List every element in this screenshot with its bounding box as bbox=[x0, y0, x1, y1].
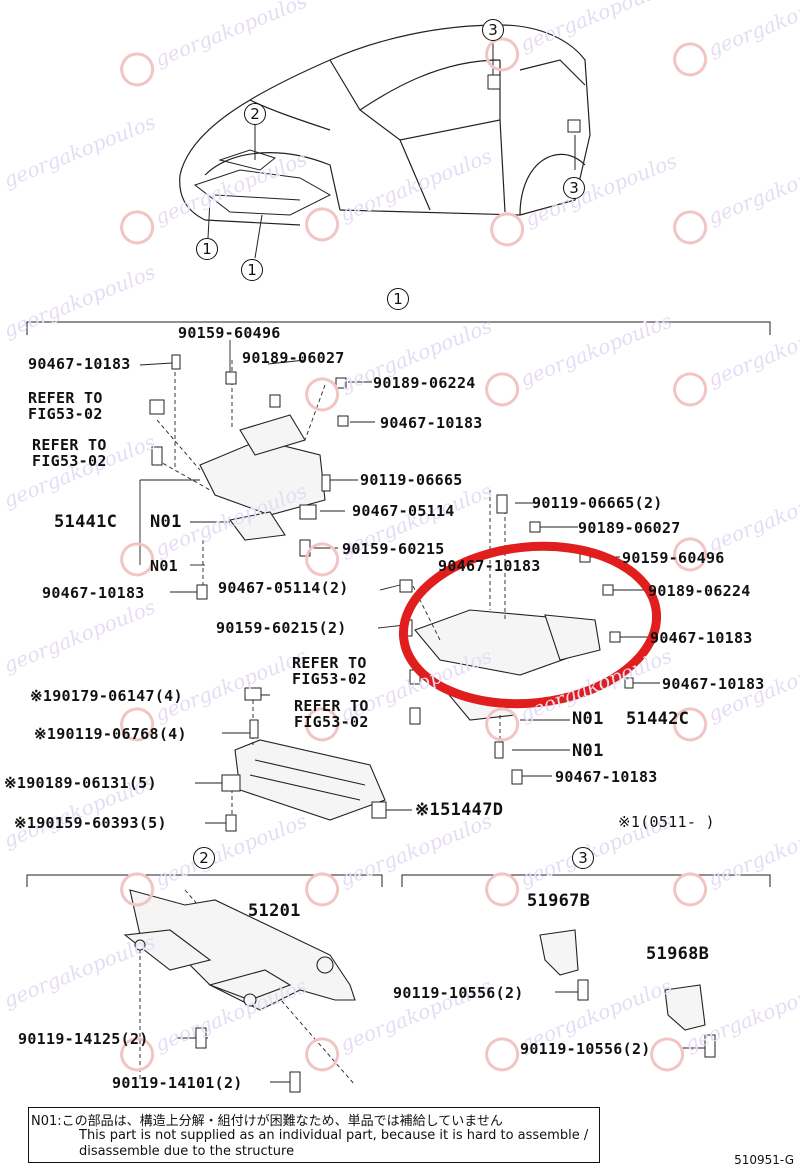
part-label: 90159-60215 bbox=[342, 540, 445, 558]
part-label: 90119-06665 bbox=[360, 471, 463, 489]
refer-label: FIG53-02 bbox=[294, 713, 369, 731]
part-label: N01 bbox=[150, 512, 182, 532]
part-label: 90189-06027 bbox=[242, 349, 345, 367]
callout-3: 3 bbox=[572, 847, 594, 869]
part-label: 90467-10183 bbox=[28, 355, 131, 373]
figure-reference: 510951-G bbox=[734, 1153, 794, 1167]
part-label: ※190159-60393(5) bbox=[14, 814, 167, 832]
front-undercover-rh bbox=[414, 609, 601, 721]
callout-3: 3 bbox=[563, 177, 585, 199]
callout-1: 1 bbox=[196, 238, 218, 260]
brackets bbox=[539, 929, 706, 1031]
note-english-line2: disassemble due to the structure bbox=[79, 1144, 295, 1159]
part-label: ※151447D bbox=[415, 800, 504, 820]
part-label: 90189-06027 bbox=[578, 519, 681, 537]
solid-leaders bbox=[139, 340, 705, 1083]
part-label: 90159-60496 bbox=[178, 324, 281, 342]
part-label: 90467-10183 bbox=[380, 414, 483, 432]
part-label: 90467-10183 bbox=[42, 584, 145, 602]
callout-2: 2 bbox=[193, 847, 215, 869]
part-label: 90159-60215(2) bbox=[216, 619, 347, 637]
car-undercover bbox=[193, 149, 332, 216]
part-label: 90467-10183 bbox=[438, 557, 541, 575]
part-label: 51442C bbox=[626, 709, 690, 729]
refer-label: REFER TO bbox=[294, 697, 369, 715]
date-range-label: ※1(0511- ) bbox=[618, 813, 715, 831]
note-english-line1: This part is not supplied as an individu… bbox=[79, 1128, 589, 1143]
part-label: 90467-10183 bbox=[662, 675, 765, 693]
part-label: 90467-05114 bbox=[352, 502, 455, 520]
part-label: 90189-06224 bbox=[648, 582, 751, 600]
part-label: 51441C bbox=[54, 512, 118, 532]
part-label: N01 bbox=[572, 709, 604, 729]
refer-label: FIG53-02 bbox=[292, 670, 367, 688]
part-label: 90159-60496 bbox=[622, 549, 725, 567]
callout-1: 1 bbox=[387, 288, 409, 310]
fasteners bbox=[149, 74, 716, 1093]
part-label: 90467-10183 bbox=[555, 768, 658, 786]
callout-1: 1 bbox=[241, 259, 263, 281]
refer-label: REFER TO bbox=[292, 654, 367, 672]
part-label: 51968B bbox=[646, 944, 710, 964]
part-label: 90119-10556(2) bbox=[393, 984, 524, 1002]
refer-label: FIG53-02 bbox=[28, 405, 103, 423]
refer-label: FIG53-02 bbox=[32, 452, 107, 470]
part-label: 51201 bbox=[248, 901, 301, 921]
callout-2: 2 bbox=[244, 103, 266, 125]
part-label: ※190189-06131(5) bbox=[4, 774, 157, 792]
note-box: N01:この部品は、構造上分解・組付けが困難なため、単品では補給していません T… bbox=[28, 1107, 600, 1163]
part-label: N01 bbox=[150, 557, 178, 575]
part-label: N01 bbox=[572, 741, 604, 761]
part-label: 51967B bbox=[527, 891, 591, 911]
part-label: ※190119-06768(4) bbox=[34, 725, 187, 743]
part-label: 90467-05114(2) bbox=[218, 579, 349, 597]
car-outline bbox=[179, 24, 591, 226]
crossmember bbox=[123, 889, 356, 1011]
part-label: 90119-06665(2) bbox=[532, 494, 663, 512]
note-japanese: N01:この部品は、構造上分解・組付けが困難なため、単品では補給していません bbox=[31, 1114, 503, 1129]
refer-label: REFER TO bbox=[28, 389, 103, 407]
part-label: 90189-06224 bbox=[373, 374, 476, 392]
engine-undercover-front bbox=[234, 739, 386, 821]
part-label: 90119-14101(2) bbox=[112, 1074, 243, 1092]
front-undercover-lh bbox=[199, 414, 326, 541]
part-label: 90467-10183 bbox=[650, 629, 753, 647]
part-label: 90119-10556(2) bbox=[520, 1040, 651, 1058]
part-label: ※190179-06147(4) bbox=[30, 687, 183, 705]
callout-3: 3 bbox=[482, 19, 504, 41]
highlight-circle bbox=[398, 541, 662, 709]
part-label: 90119-14125(2) bbox=[18, 1030, 149, 1048]
refer-label: REFER TO bbox=[32, 436, 107, 454]
leader-lines bbox=[26, 42, 771, 887]
